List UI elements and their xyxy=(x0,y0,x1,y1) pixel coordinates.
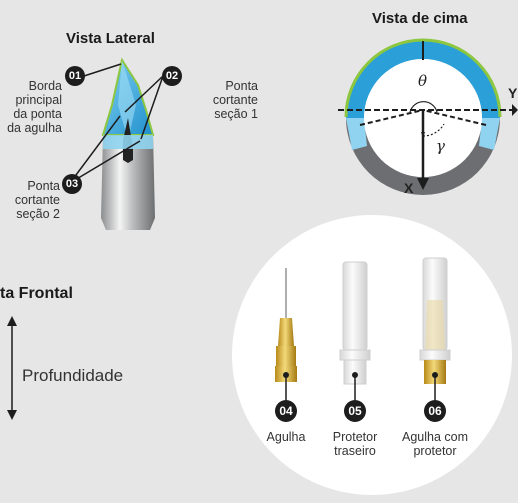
theta-label: θ xyxy=(418,72,428,90)
product-label-06: Agulha com protetor xyxy=(401,430,468,458)
product-badge-06: 06 xyxy=(424,400,446,422)
product-badge-05: 05 xyxy=(344,400,366,422)
product-label-04: Agulha xyxy=(266,430,306,444)
x-axis-label: X xyxy=(404,180,414,196)
callout-badge-02: 02 xyxy=(162,66,182,86)
product-label-05: Protetor traseiro xyxy=(332,430,378,458)
callout-badge-03: 03 xyxy=(62,174,82,194)
product-badge-04: 04 xyxy=(275,400,297,422)
callout-text-02: Ponta cortante seção 1 xyxy=(212,79,258,121)
callout-badge-01: 01 xyxy=(65,66,85,86)
callout-label-02: Ponta cortante seção 1 xyxy=(186,79,258,121)
callout-text-01: Borda principal da ponta da agulha xyxy=(7,79,62,135)
top-view-title: Vista de cima xyxy=(372,10,468,27)
callout-label-01: Borda principal da ponta da agulha xyxy=(2,79,62,135)
callout-label-03: Ponta cortante seção 2 xyxy=(2,179,60,221)
lateral-view-title: Vista Lateral xyxy=(66,30,155,47)
gamma-label: γ xyxy=(436,137,445,155)
y-axis-label: Y xyxy=(508,85,518,101)
depth-label: Profundidade xyxy=(22,366,124,385)
callout-text-03: Ponta cortante seção 2 xyxy=(14,179,60,221)
frontal-view-title: ta Frontal xyxy=(0,285,73,302)
